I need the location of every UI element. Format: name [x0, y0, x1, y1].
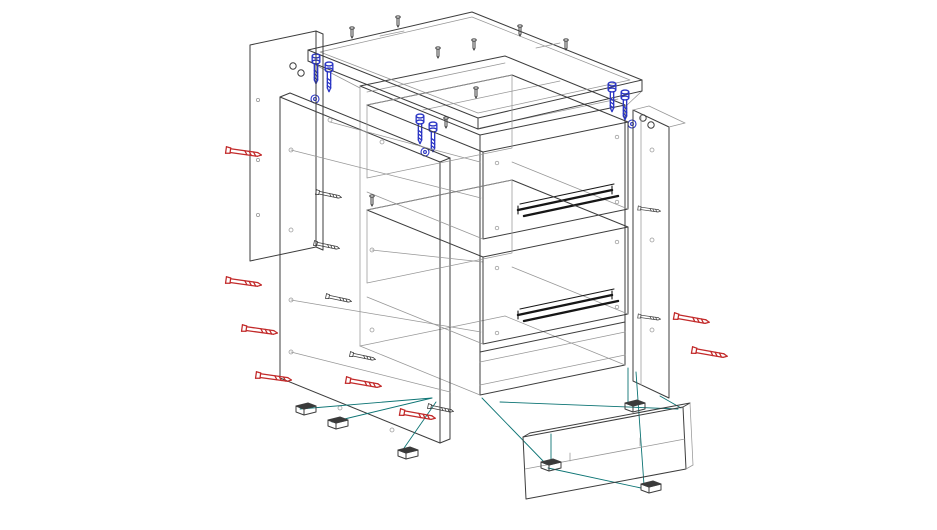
red-screw-icon: [224, 276, 263, 289]
foot-icon: [397, 446, 419, 460]
screw-icon: [315, 189, 343, 201]
cam-bolt-icon: [415, 113, 425, 145]
screw-icon: [349, 351, 377, 363]
foot-icon: [540, 458, 562, 472]
dowel-screw-icon: [473, 86, 479, 99]
lower-drawer: [366, 179, 629, 345]
screw-icon: [313, 240, 341, 252]
foot-icon: [640, 480, 662, 494]
side-panel-holes: [288, 117, 395, 433]
carcass-frame: [307, 55, 643, 396]
adjustable-feet: [295, 399, 662, 494]
dowel-hole: [647, 121, 655, 129]
gray-screws: [313, 116, 662, 415]
cam-lock-icon: [627, 119, 637, 129]
right-side-panel: [632, 105, 686, 399]
dowel-hole: [289, 62, 297, 70]
dowel-hole: [297, 69, 305, 77]
dowel-screw-icon: [563, 38, 569, 51]
plinth-panel: [522, 402, 694, 500]
red-screw-icon: [254, 371, 293, 384]
drawer-slide-rail: [516, 288, 620, 323]
dowel-screw-icon: [471, 38, 477, 51]
back-panel: [249, 30, 324, 262]
foot-icon: [295, 402, 317, 416]
red-screw-icon: [344, 376, 383, 391]
dowel-screw-icon: [443, 116, 449, 129]
upper-drawer: [366, 74, 629, 240]
red-screw-icon: [240, 324, 279, 337]
assembly-guide-lines: [299, 367, 682, 489]
dowel-screw-icon: [349, 26, 355, 39]
alignment-construction-lines: [290, 121, 484, 393]
confirmat-screws: [224, 146, 729, 423]
left-side-panel: [279, 92, 484, 444]
foot-icon: [327, 416, 349, 430]
dowel-screw-icon: [395, 15, 401, 28]
red-screw-icon: [690, 346, 729, 361]
cam-bolt-icon: [324, 61, 334, 93]
cam-bolt-icon: [428, 121, 438, 153]
red-screw-icon: [224, 146, 263, 159]
foot-icon: [624, 399, 646, 413]
red-screw-icon: [672, 312, 711, 327]
drawer-slide-rail: [516, 183, 620, 218]
dowel-screw-icon: [369, 194, 375, 207]
screw-icon: [325, 293, 353, 305]
dowel-screw-icon: [435, 46, 441, 59]
top-panel: [289, 11, 655, 130]
cam-lock-icon: [423, 150, 427, 154]
